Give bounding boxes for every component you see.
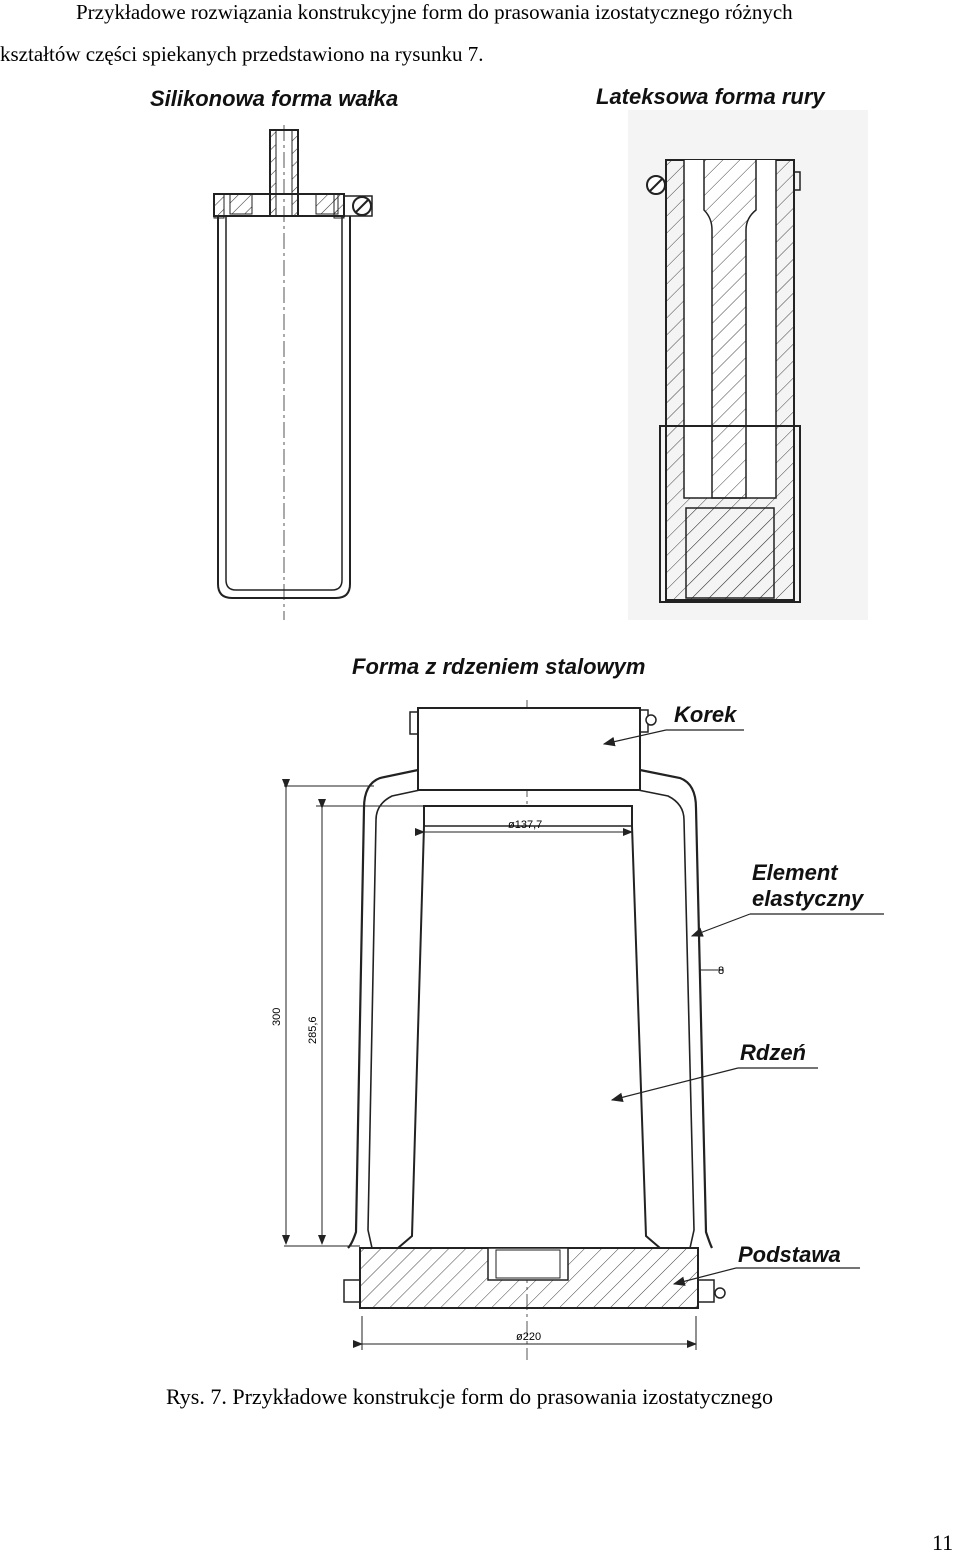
page-number: 11 (932, 1530, 954, 1555)
latex-mold-drawing: Lateksowa forma rury (596, 84, 868, 620)
steel-core-mold-title: Forma z rdzeniem stalowym (352, 654, 645, 679)
label-element-line2: elastyczny (752, 886, 865, 911)
dim-wall: 8 (718, 965, 724, 977)
intro-line-1: Przykładowe rozwiązania konstrukcyjne fo… (76, 0, 793, 24)
steel-core-mold-drawing: Forma z rdzeniem stalowym ø137,7 ø220 (271, 654, 884, 1360)
label-rdzen: Rdzeń (740, 1040, 806, 1065)
intro-line-2: kształtów części spiekanych przedstawion… (0, 42, 484, 66)
label-podstawa: Podstawa (738, 1242, 841, 1267)
label-element-line1: Element (752, 860, 839, 885)
figure-7: Silikonowa forma wałka Lateksowa forma r… (150, 84, 884, 1360)
latex-mold-title: Lateksowa forma rury (596, 84, 826, 109)
silicone-mold-drawing: Silikonowa forma wałka (150, 86, 398, 620)
dim-h-300: 300 (271, 1008, 283, 1026)
figure-caption: Rys. 7. Przykładowe konstrukcje form do … (166, 1384, 774, 1409)
dim-d-bottom: ø220 (516, 1331, 541, 1343)
dim-d-top: ø137,7 (508, 819, 542, 831)
dim-h-285: 285,6 (307, 1016, 319, 1044)
label-korek: Korek (674, 702, 738, 727)
silicone-mold-title: Silikonowa forma wałka (150, 86, 398, 111)
